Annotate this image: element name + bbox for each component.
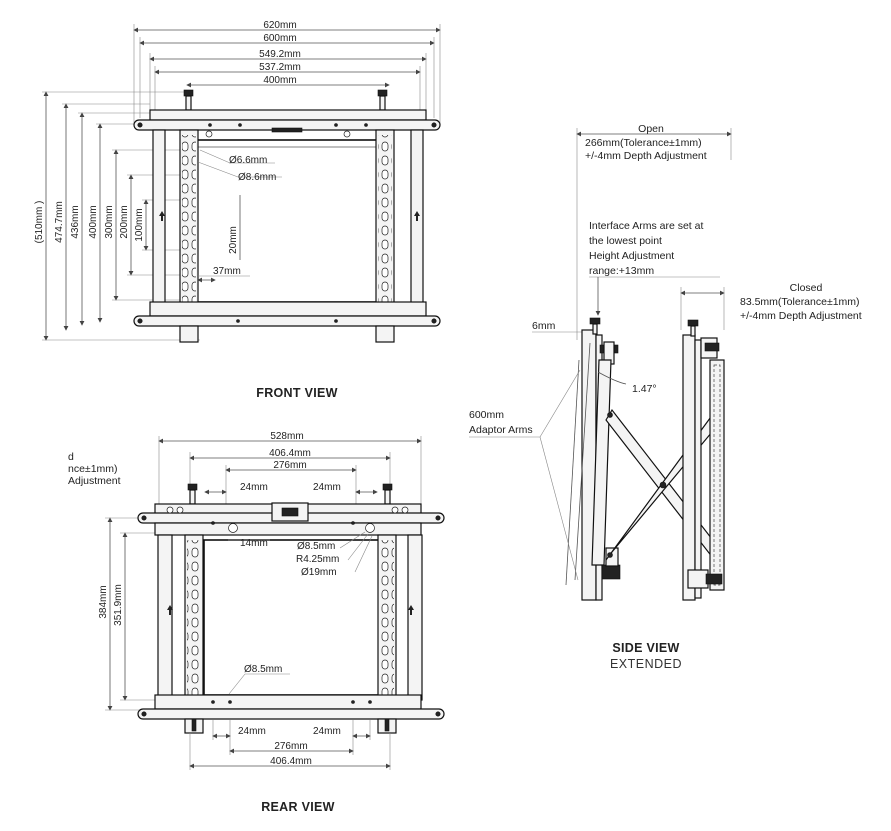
front-view: 620mm 600mm 549.2mm 537.2mm 400mm xyxy=(34,20,441,400)
rear-left-dimensions: 384mm 351.9mm xyxy=(98,517,160,711)
side-interface-note-2: the lowest point xyxy=(589,235,662,247)
rear-dim-406: 406.4mm xyxy=(269,448,311,459)
rear-dim-24-left: 24mm xyxy=(240,482,268,493)
rear-cut-text-3: Adjustment xyxy=(68,475,121,487)
front-dim-20: 20mm xyxy=(228,226,239,254)
side-closed-label: Closed xyxy=(790,282,823,294)
dim-200: 200mm xyxy=(119,205,130,238)
side-interface-note-1: Interface Arms are set at xyxy=(589,220,703,232)
rear-dim-384: 384mm xyxy=(98,585,109,618)
dim-436: 436mm xyxy=(70,205,81,238)
front-view-title: FRONT VIEW xyxy=(256,386,337,400)
rear-bottom-24-left: 24mm xyxy=(238,726,266,737)
dim-620: 620mm xyxy=(263,20,296,31)
dim-400: 400mm xyxy=(263,75,296,86)
rear-dia-19: Ø19mm xyxy=(301,567,337,578)
side-angle: 1.47° xyxy=(632,383,657,395)
rear-top-dimensions: 528mm 406.4mm 276mm 24mm 24mm xyxy=(158,431,422,505)
rear-bottom-24-right: 24mm xyxy=(313,726,341,737)
side-open-dim: 266mm(Tolerance±1mm) xyxy=(585,137,702,149)
side-open-depth: +/-4mm Depth Adjustment xyxy=(585,150,707,162)
rear-bottom-dimensions: 24mm 24mm 276mm 406.4mm xyxy=(189,720,391,770)
dim-300: 300mm xyxy=(104,205,115,238)
rear-cut-text-2: nce±1mm) xyxy=(68,463,118,475)
rear-bottom-276: 276mm xyxy=(274,741,307,752)
rear-dia-85: Ø8.5mm xyxy=(297,541,335,552)
front-dia-86: Ø8.6mm xyxy=(238,172,276,183)
dim-600: 600mm xyxy=(263,33,296,44)
side-open-label: Open xyxy=(638,123,664,135)
dim-537: 537.2mm xyxy=(259,62,301,73)
dim-400-v: 400mm xyxy=(88,205,99,238)
rear-r-425: R4.25mm xyxy=(296,554,339,565)
rear-frame: 14mm Ø8.5mm R4.25mm Ø19mm Ø8.5mm xyxy=(137,483,445,734)
front-top-dimensions: 620mm 600mm 549.2mm 537.2mm 400mm xyxy=(133,20,441,125)
side-interface-note-4: range:+13mm xyxy=(589,265,654,277)
rear-cut-text-1: d xyxy=(68,451,74,463)
dim-510: (510mm ) xyxy=(34,201,45,244)
side-interface-note-3: Height Adjustment xyxy=(589,250,674,262)
rear-dim-24-right: 24mm xyxy=(313,482,341,493)
rear-bottom-406: 406.4mm xyxy=(270,756,312,767)
rear-dim-351: 351.9mm xyxy=(113,584,124,626)
side-closed-depth: +/-4mm Depth Adjustment xyxy=(740,310,862,322)
dim-474: 474.7mm xyxy=(54,201,65,243)
rear-dim-528: 528mm xyxy=(270,431,303,442)
side-view-title: SIDE VIEW xyxy=(612,641,679,655)
dim-100: 100mm xyxy=(134,208,145,241)
front-left-dimensions: (510mm ) 474.7mm 436mm 400mm 300mm 200mm… xyxy=(34,91,200,341)
side-adaptor-2: Adaptor Arms xyxy=(469,424,533,436)
rear-dim-276: 276mm xyxy=(273,460,306,471)
rear-dia-85-lower: Ø8.5mm xyxy=(244,664,282,675)
side-view-subtitle: EXTENDED xyxy=(610,657,682,671)
dim-549: 549.2mm xyxy=(259,49,301,60)
front-dia-66: Ø6.6mm xyxy=(229,155,267,166)
side-adaptor-1: 600mm xyxy=(469,409,504,421)
rear-dim-14: 14mm xyxy=(240,538,268,549)
side-closed-dim: 83.5mm(Tolerance±1mm) xyxy=(740,296,860,308)
front-dim-37: 37mm xyxy=(213,266,241,277)
front-frame: Ø6.6mm Ø8.6mm 20mm 37mm xyxy=(133,89,441,343)
rear-view: d nce±1mm) Adjustment 528mm 406.4mm 276m… xyxy=(68,431,445,814)
rear-view-title: REAR VIEW xyxy=(261,800,335,814)
side-dim-6: 6mm xyxy=(532,320,556,332)
side-view: Open 266mm(Tolerance±1mm) +/-4mm Depth A… xyxy=(469,123,862,671)
